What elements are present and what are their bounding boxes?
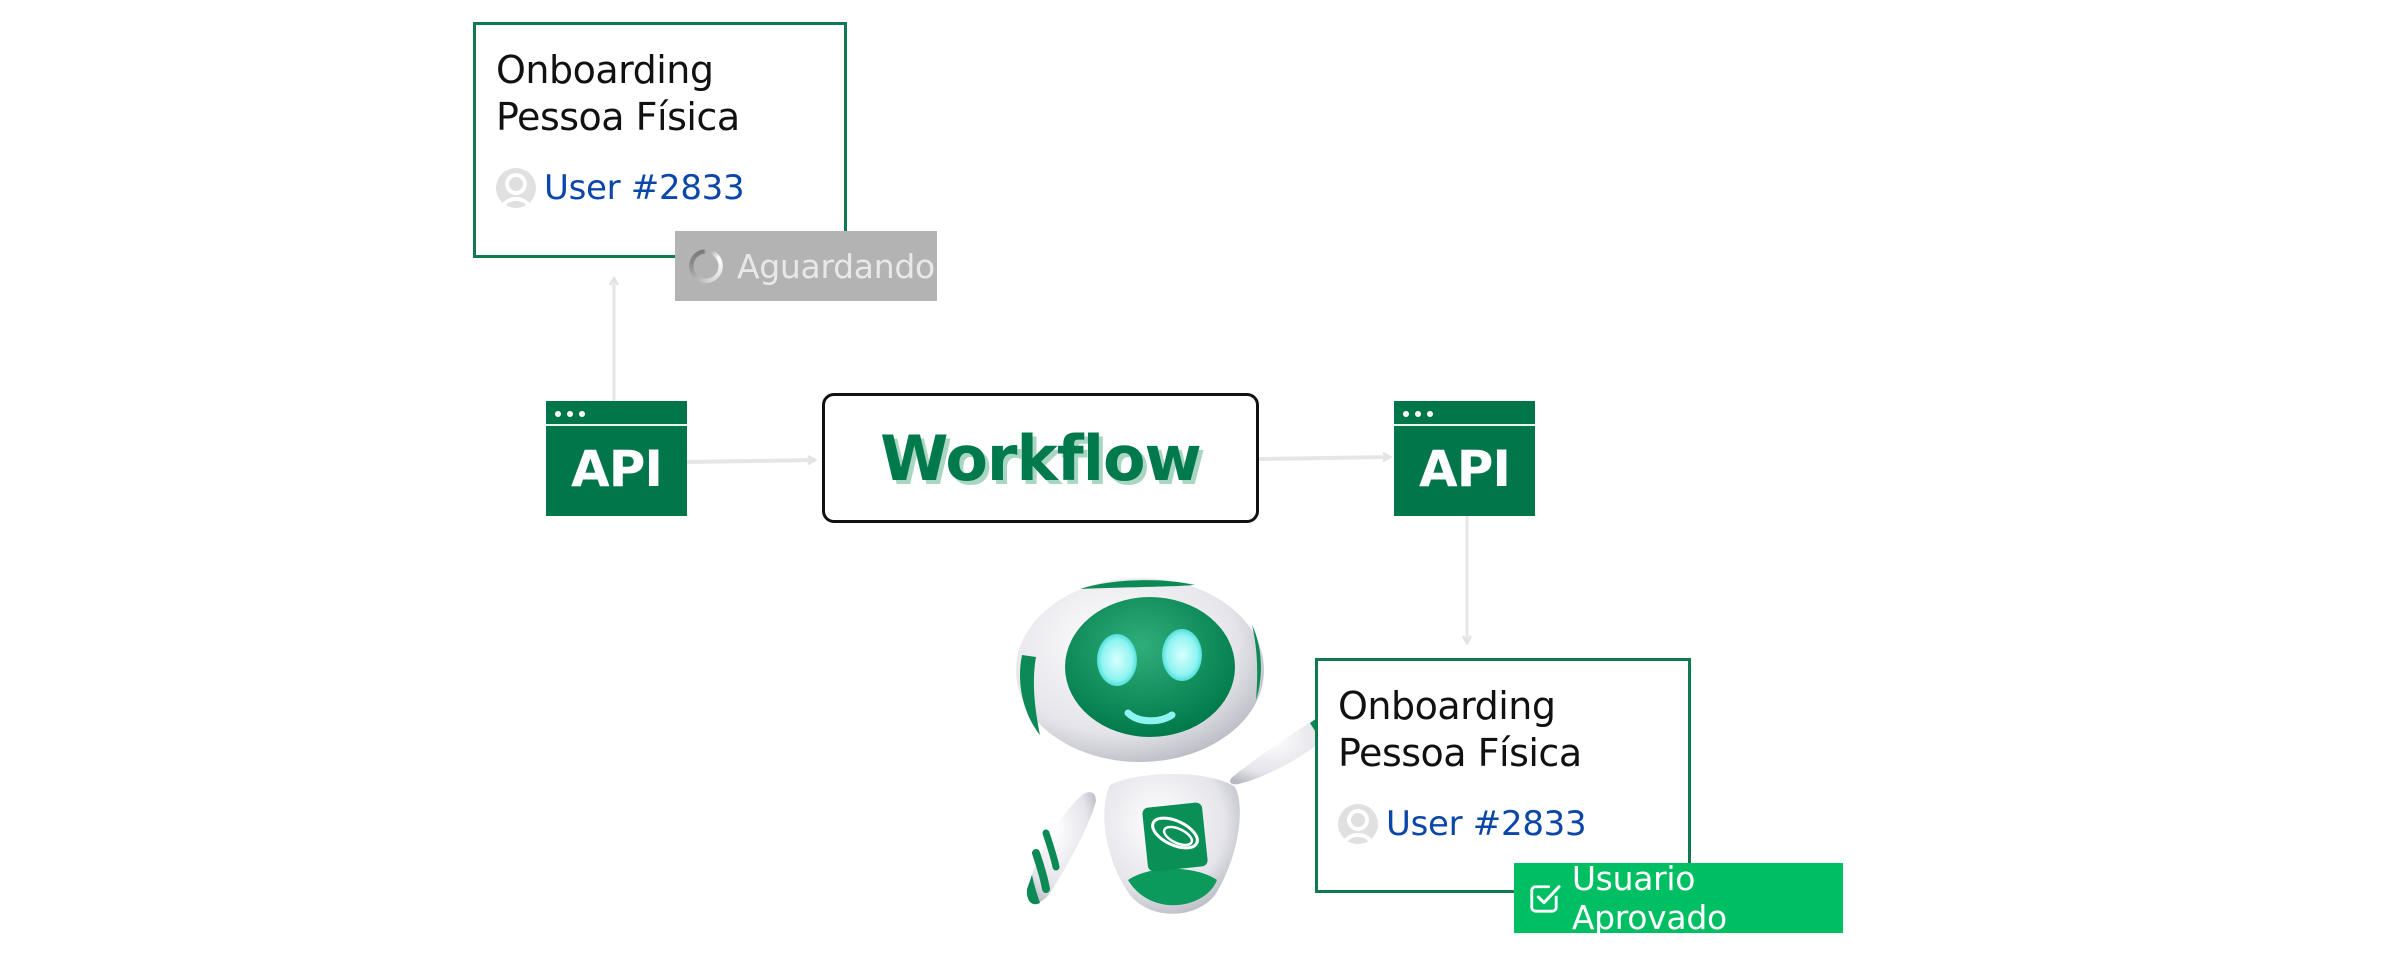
status-badge-approved: Usuario Aprovado: [1514, 859, 1843, 937]
status-label: Usuario Aprovado: [1571, 859, 1727, 937]
api-box-right[interactable]: API: [1394, 401, 1535, 516]
robot-body: [1104, 773, 1240, 914]
card-title: Onboarding Pessoa Física: [496, 48, 740, 139]
api-label: API: [1419, 440, 1511, 498]
user-link[interactable]: User #2833: [544, 168, 745, 208]
user-avatar-icon: [496, 168, 536, 208]
card-title: Onboarding Pessoa Física: [1338, 684, 1582, 775]
user-row: User #2833: [1338, 804, 1587, 844]
onboarding-card-pending[interactable]: Onboarding Pessoa Física User #2833: [473, 22, 847, 258]
arrow-workflow-to-api: [1258, 457, 1390, 459]
onboarding-card-approved[interactable]: Onboarding Pessoa Física User #2833: [1315, 658, 1691, 893]
window-divider: [546, 424, 687, 426]
status-badge-pending: Aguardando: [675, 231, 937, 301]
robot-mascot-icon: [1016, 578, 1334, 914]
user-link[interactable]: User #2833: [1386, 804, 1587, 844]
window-dots-icon: [1403, 411, 1433, 417]
window-divider: [1394, 424, 1535, 426]
workflow-label: Workflow: [880, 421, 1202, 495]
status-label: Aguardando: [737, 246, 935, 286]
user-avatar-icon: [1338, 804, 1378, 844]
checkbox-checked-icon: [1530, 885, 1561, 913]
user-row: User #2833: [496, 168, 745, 208]
arrow-api-to-workflow: [686, 460, 815, 462]
api-box-left[interactable]: API: [546, 401, 687, 516]
robot-head: [1016, 578, 1264, 762]
window-dots-icon: [555, 411, 585, 417]
spinner-icon: [689, 249, 723, 283]
robot-left-arm: [1026, 792, 1096, 905]
api-label: API: [571, 440, 663, 498]
workflow-box[interactable]: Workflow: [822, 393, 1259, 523]
